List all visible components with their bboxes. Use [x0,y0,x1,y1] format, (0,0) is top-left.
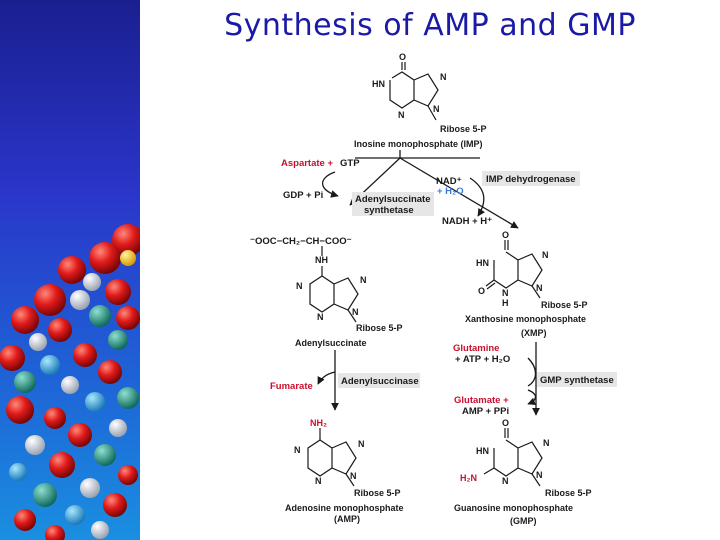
xmp-n9-label: N [536,283,543,293]
xmp-n3-label: N [502,288,509,298]
xmp-n7-label: N [542,250,549,260]
adenylsuccinate-name-label: Adenylsuccinate [295,338,367,348]
glutamine-label: Glutamine [453,343,499,354]
imp-ribose-label: Ribose 5-P [440,124,487,134]
succ-ribose-label: Ribose 5-P [356,323,403,333]
succ-n3-label: N [317,312,324,322]
amp-structure [307,428,357,487]
dna-helix-balls [0,224,140,540]
gmp-hn-label: HN [476,446,489,456]
xmp-structure [485,240,543,299]
xmp-hn-label: HN [476,258,489,268]
imp-hn-label: HN [372,79,385,89]
xmp-abbr-label: (XMP) [521,328,547,338]
gmp-n3-label: N [502,476,509,486]
fumarate-label: Fumarate [270,381,313,392]
imp-n7-label: N [440,72,447,82]
xmp-h-label: H [502,298,509,308]
xmp-oxygen2-label: O [478,286,485,296]
gmp-structure [483,428,543,487]
gmp-oxygen-label: O [502,418,509,428]
gmp-n9-label: N [536,470,543,480]
gmp-h2n-label: H₂N [460,473,477,483]
amp-name-label: Adenosine monophosphate [285,503,404,513]
amp-ppi-label: AMP + PPi [462,406,509,417]
imp-dehydrogenase-label: IMP dehydrogenase [486,174,576,185]
imp-oxygen-label: O [399,52,406,62]
adenylsuccinate-synthetase-label-1: Adenylsuccinate [355,194,431,205]
water-label: + H₂O [437,186,464,197]
amp-abbr-label: (AMP) [334,514,360,524]
gmp-n7-label: N [543,438,550,448]
gmp-abbr-label: (GMP) [510,516,537,526]
xmp-oxygen-label: O [502,230,509,240]
adenylsuccinate-structure [309,246,359,323]
gmp-ribose-label: Ribose 5-P [545,488,592,498]
amp-n1-label: N [294,445,301,455]
imp-name-label: Inosine monophosphate (IMP) [354,139,483,149]
amp-ribose-label: Ribose 5-P [354,488,401,498]
imp-n9-label: N [433,104,440,114]
nad-label: NAD⁺ [436,176,462,187]
amp-n9-label: N [350,471,357,481]
imp-n1-label: N [398,110,405,120]
atp-water-label: + ATP + H₂O [455,354,510,365]
dna-helix-background [0,0,140,540]
succ-nh-label: NH [315,255,328,265]
amp-n7-label: N [358,439,365,449]
xmp-ribose-label: Ribose 5-P [541,300,588,310]
amp-nh2-label: NH₂ [310,418,327,428]
succ-n9-label: N [352,307,359,317]
aspartate-label: Aspartate + [281,158,333,169]
glutamate-label: Glutamate + [454,395,509,406]
succ-n7-label: N [360,275,367,285]
slide-title: Synthesis of AMP and GMP [224,8,636,43]
succinyl-chain-label: ⁻OOC−CH₂−CH−COO⁻ [250,236,352,247]
gtp-label: GTP [340,158,360,169]
gmp-name-label: Guanosine monophosphate [454,503,573,513]
gmp-synthetase-label: GMP synthetase [540,375,614,386]
succ-n1-label: N [296,281,303,291]
adenylsuccinase-label: Adenylsuccinase [341,376,419,387]
xmp-name-label: Xanthosine monophosphate [465,314,586,324]
gdp-pi-label: GDP + Pi [283,190,323,201]
amp-n3-label: N [315,476,322,486]
nadh-label: NADH + H⁺ [442,216,492,227]
adenylsuccinate-synthetase-label-2: synthetase [364,205,414,216]
imp-structure [389,62,439,121]
